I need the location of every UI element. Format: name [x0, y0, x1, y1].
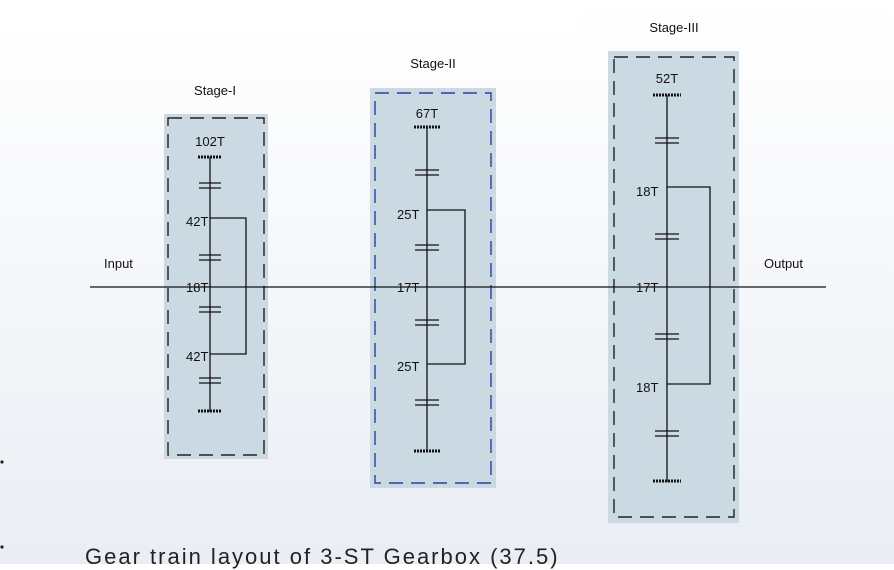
stage-2-planet-bottom-teeth: 25T: [397, 359, 419, 374]
stage-3-ring-teeth: 52T: [656, 71, 678, 86]
stage-2-ring-teeth: 67T: [416, 106, 438, 121]
stage-2-gears: [414, 125, 466, 453]
stage-1-planet-top-teeth: 42T: [186, 214, 208, 229]
output-label: Output: [764, 256, 803, 271]
bullet-dot: [0, 460, 4, 464]
stage-2-dashed-border: [374, 92, 492, 484]
top-strip: [0, 0, 578, 30]
stage-1-planet-bottom-teeth: 42T: [186, 349, 208, 364]
figure-caption: Gear train layout of 3-ST Gearbox (37.5): [85, 544, 560, 569]
stage-3-sun-teeth: 17T: [636, 280, 658, 295]
stage-3-planet-bottom-teeth: 18T: [636, 380, 658, 395]
stage-1-gears: [198, 155, 247, 413]
stage-1-ring-teeth: 102T: [195, 134, 225, 149]
input-label: Input: [104, 256, 133, 271]
stage-2-box: [370, 88, 496, 488]
stage-1-sun-teeth: 18T: [186, 280, 208, 295]
stage-2-title: Stage-II: [410, 56, 456, 71]
stage-3-gears: [653, 93, 711, 483]
stage-2-planet-top-teeth: 25T: [397, 207, 419, 222]
stage-2-sun-teeth: 17T: [397, 280, 419, 295]
stage-3-planet-top-teeth: 18T: [636, 184, 658, 199]
bullet-dot: [0, 545, 4, 549]
stage-3-title: Stage-III: [649, 20, 698, 35]
stage-1-title: Stage-I: [194, 83, 236, 98]
